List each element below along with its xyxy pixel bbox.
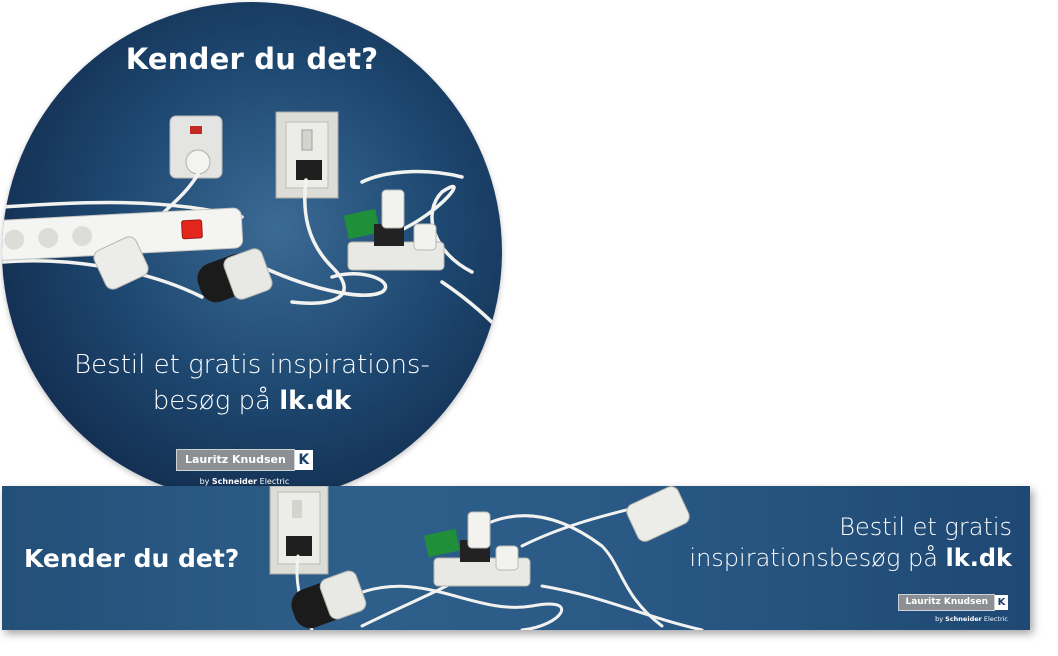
brand-k-mark: K (294, 450, 313, 470)
banner-white-adapter (467, 511, 491, 549)
switch-toggle (301, 129, 313, 151)
banner-ad: Kender du det? Bestil et gratis inspirat… (2, 486, 1030, 630)
banner-plug-collar (319, 570, 367, 620)
banner-switch-plug (286, 536, 312, 556)
banner-body-line2: inspirationsbesøg på lk.dk (689, 543, 1012, 574)
circle-body-line2-prefix: besøg på (152, 386, 280, 416)
banner-brand-parent-rest: Electric (981, 615, 1008, 623)
circle-headline: Kender du det? (125, 42, 379, 76)
brand-name: Lauritz Knudsen (176, 449, 295, 471)
circle-body-line1: Bestil et gratis inspirations- (74, 350, 430, 380)
banner-cable-illustration (269, 486, 704, 630)
banner-brand-name: Lauritz Knudsen (898, 594, 995, 611)
brand-parent: by Schneider Electric (200, 477, 290, 486)
banner-body-link[interactable]: lk.dk (945, 544, 1012, 572)
brand-by: by (199, 477, 212, 486)
black-plug-collar (223, 248, 273, 300)
circle-ad: Kender du det? Bestil et gratis inspirat… (2, 2, 502, 502)
banner-switch-toggle (292, 500, 302, 518)
white-adapter (381, 189, 405, 229)
green-plug (343, 208, 381, 240)
banner-body-line1: Bestil et gratis (839, 513, 1012, 541)
banner-brand-parent: by Schneider Electric (935, 615, 1008, 623)
banner-white-adapter-2 (495, 545, 519, 571)
brand-parent-rest: Electric (257, 477, 290, 486)
cable-clutter-illustration (2, 111, 502, 334)
circle-brand-logo: Lauritz Knudsen K by Schneider Electric (176, 449, 313, 486)
switch-black-plug (296, 160, 322, 180)
banner-white-plug (626, 486, 690, 542)
brand-logo-row: Lauritz Knudsen K (176, 449, 313, 471)
banner-body-line2-prefix: inspirationsbesøg på (689, 544, 946, 572)
power-strip (2, 207, 244, 262)
brand-parent-bold: Schneider (211, 477, 258, 486)
strip-red-switch (181, 219, 203, 240)
banner-brand-logo-row: Lauritz Knudsen K (898, 594, 1008, 611)
banner-body-text: Bestil et gratis inspirationsbesøg på lk… (689, 512, 1012, 574)
banner-brand-k-mark: K (995, 595, 1008, 610)
banner-green-plug (424, 528, 460, 558)
banner-brand-logo: Lauritz Knudsen K by Schneider Electric (898, 594, 1008, 623)
socket-indicator (190, 126, 202, 134)
circle-body-line2: besøg på lk.dk (2, 383, 502, 419)
small-black-plug (374, 224, 404, 246)
banner-brand-parent-bold: Schneider (945, 615, 982, 623)
banner-brand-by: by (935, 615, 946, 623)
white-adapter-2 (413, 223, 437, 251)
socket-plug (185, 149, 211, 175)
circle-body-text: Bestil et gratis inspirations- besøg på … (2, 347, 502, 419)
circle-body-link[interactable]: lk.dk (279, 386, 352, 416)
white-plug (93, 236, 149, 290)
banner-headline: Kender du det? (24, 544, 240, 573)
